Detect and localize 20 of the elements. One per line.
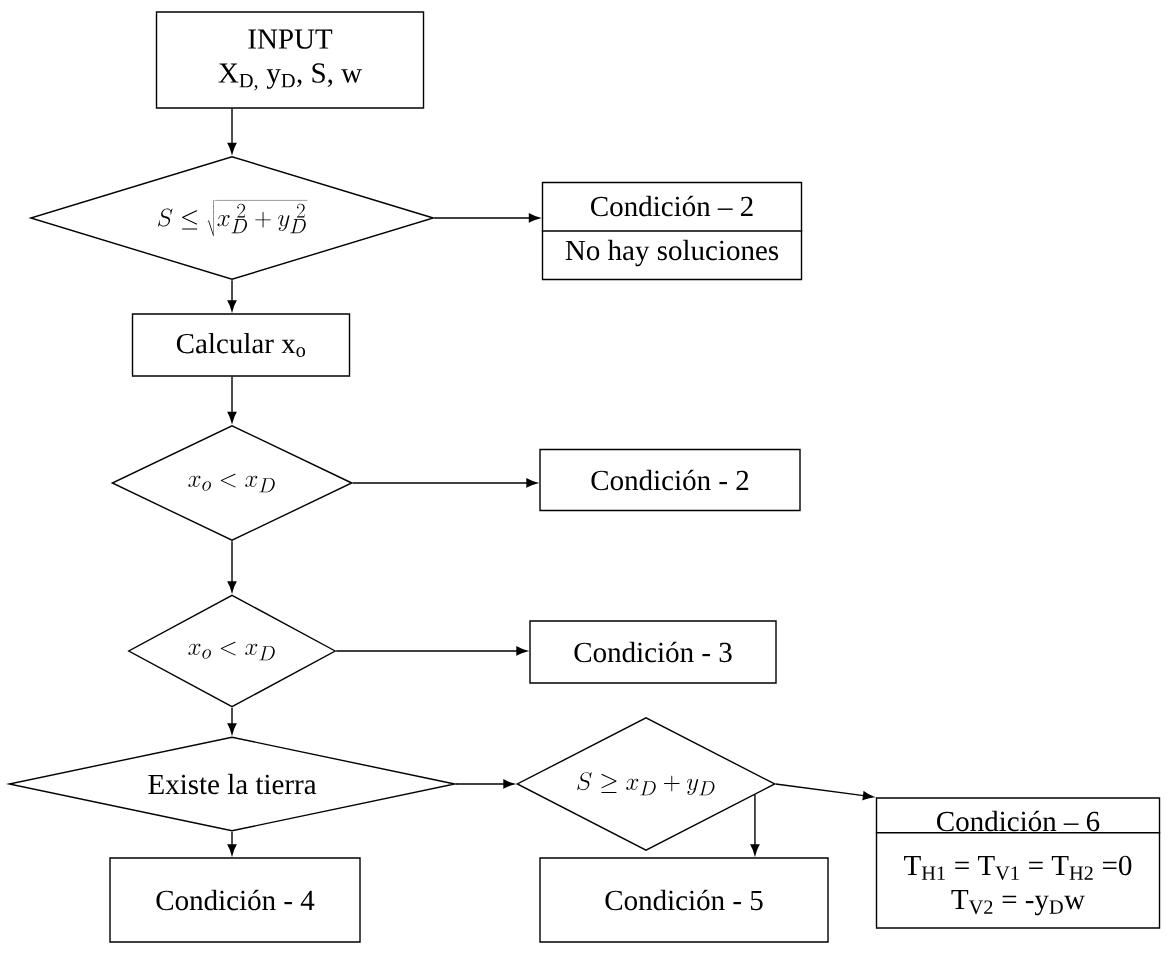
arrow: [227, 376, 237, 423]
process-box: INPUT X$_{D,}$ y$_{D}$, S, w: [155, 11, 425, 109]
arrow: [352, 478, 538, 488]
arrow: [775, 783, 874, 801]
arrow: [335, 646, 528, 656]
arrow: [227, 279, 237, 312]
process-box: Condición - 5: [539, 857, 829, 943]
process-box: Condición - 4: [109, 857, 361, 943]
process-box: Condición – 6 T$_{H1}$ = T$_{V1}$ = T$_{H2}$ =0 T$_{V2}$ = -y$_{D}$w: [875, 797, 1161, 929]
arrow: [227, 540, 237, 593]
arrow: [227, 831, 237, 856]
arrow: [750, 794, 760, 856]
arrow: [433, 213, 540, 223]
process-box: Condición – 2 No hay soluciones: [541, 181, 803, 281]
process-box: Calcular x$_{o}$: [131, 313, 351, 377]
arrow: [227, 707, 237, 735]
arrow: [227, 108, 237, 154]
process-box: Condición - 3: [529, 620, 777, 684]
process-box: Condición - 2: [539, 448, 801, 512]
arrow: [455, 779, 515, 789]
